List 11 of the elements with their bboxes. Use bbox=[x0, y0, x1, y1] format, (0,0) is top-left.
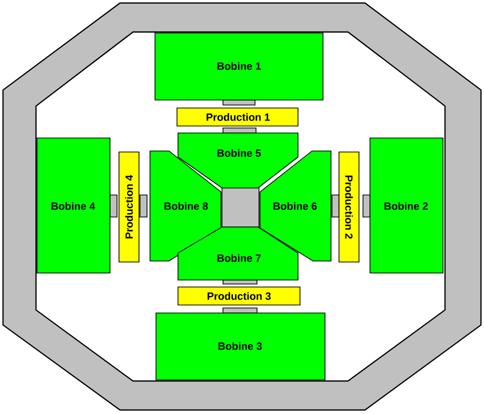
production-label: Production 4 bbox=[118, 152, 140, 262]
coil-block: Bobine 4 bbox=[36, 138, 110, 274]
coil-block: Bobine 5 bbox=[178, 132, 298, 188]
coil-block: Bobine 2 bbox=[370, 138, 444, 274]
coil-block: Bobine 6 bbox=[260, 150, 332, 262]
production-label: Production 2 bbox=[338, 152, 360, 262]
coil-block: Bobine 3 bbox=[156, 312, 326, 380]
coil-block: Bobine 7 bbox=[178, 226, 298, 280]
production-label: Production 1 bbox=[176, 108, 298, 126]
production-label: Production 3 bbox=[178, 286, 300, 306]
coil-block: Bobine 1 bbox=[154, 32, 324, 100]
